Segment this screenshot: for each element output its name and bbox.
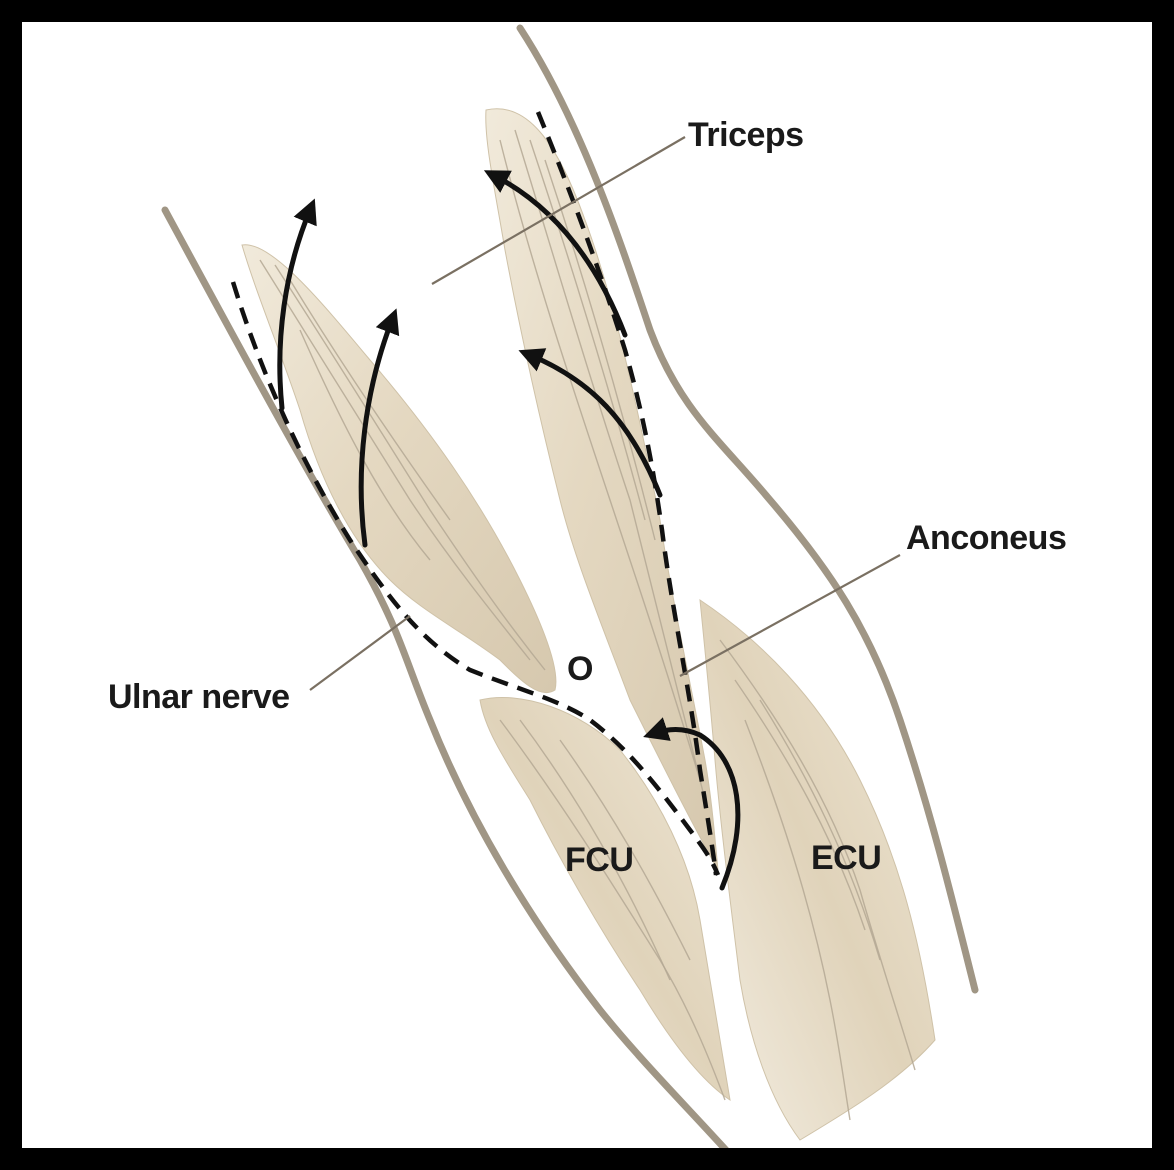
fcu-label: FCU <box>565 841 633 879</box>
ulnar-nerve-label: Ulnar nerve <box>108 678 290 716</box>
ecu-label: ECU <box>811 839 881 877</box>
triceps-label: Triceps <box>688 116 804 154</box>
olecranon-label: O <box>567 650 593 688</box>
anconeus-label: Anconeus <box>906 519 1066 557</box>
ulnar-nerve-leader-line <box>310 616 410 690</box>
